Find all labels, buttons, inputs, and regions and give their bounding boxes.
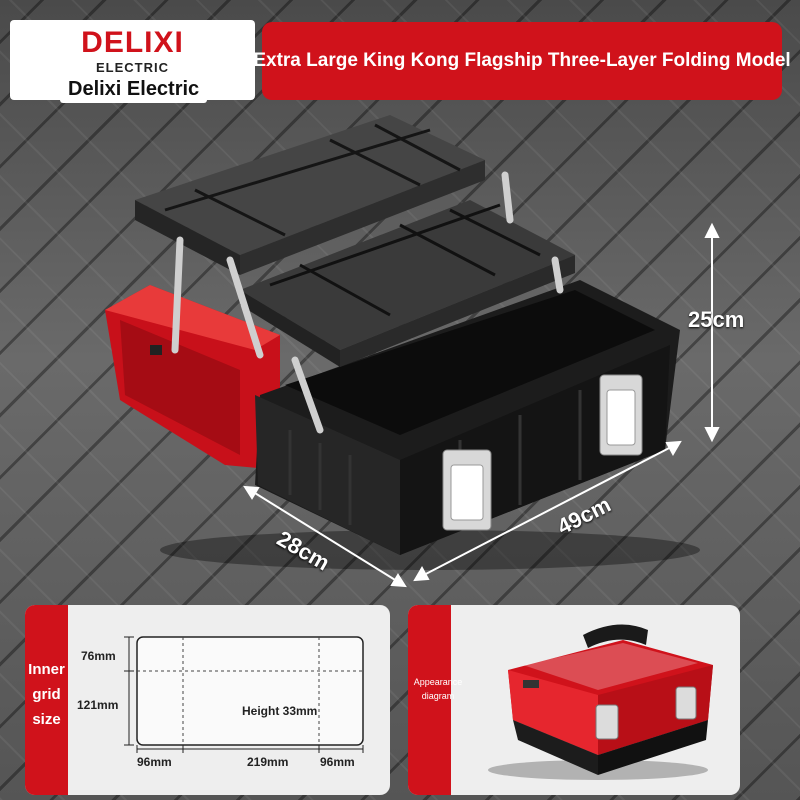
appearance-panel: Appearance diagram: [408, 605, 740, 795]
inner-grid-panel: Inner grid size 76mm 121mm Height 33mm 9…: [25, 605, 390, 795]
grid-bottom-row-size: 121mm: [77, 698, 119, 712]
appearance-tab: [408, 605, 451, 795]
brand-name: Delixi Electric: [60, 78, 208, 103]
grid-right-col-size: 96mm: [320, 755, 355, 769]
product-title-banner: Extra Large King Kong Flagship Three-Lay…: [253, 22, 791, 100]
grid-middle-col-size: 219mm: [247, 755, 289, 769]
product-scene: 25cm 49cm 28cm: [0, 105, 800, 595]
inner-grid-diagram: [124, 636, 364, 753]
brand-logo-sub: ELECTRIC: [96, 60, 169, 75]
grid-height-note: Height 33mm: [242, 704, 318, 718]
latch-side: [599, 374, 643, 456]
inner-grid-tab: [25, 605, 68, 795]
brand-logo: DELIXI: [81, 26, 184, 59]
folding-arms: [171, 171, 564, 434]
appearance-label: Appearance diagram: [413, 677, 463, 701]
top-tray: [135, 115, 485, 275]
dimension-lines: [243, 222, 720, 588]
inner-grid-label: Inner grid size: [28, 661, 65, 728]
appearance-toolbox-image: [488, 624, 713, 780]
grid-left-col-size: 96mm: [137, 755, 172, 769]
toolbox-illustration: [105, 115, 720, 588]
latch-front: [442, 449, 492, 531]
middle-tray: [240, 200, 575, 367]
red-lid: [105, 285, 280, 470]
grid-top-row-size: 76mm: [81, 649, 116, 663]
height-dimension-label: 25cm: [688, 307, 745, 332]
